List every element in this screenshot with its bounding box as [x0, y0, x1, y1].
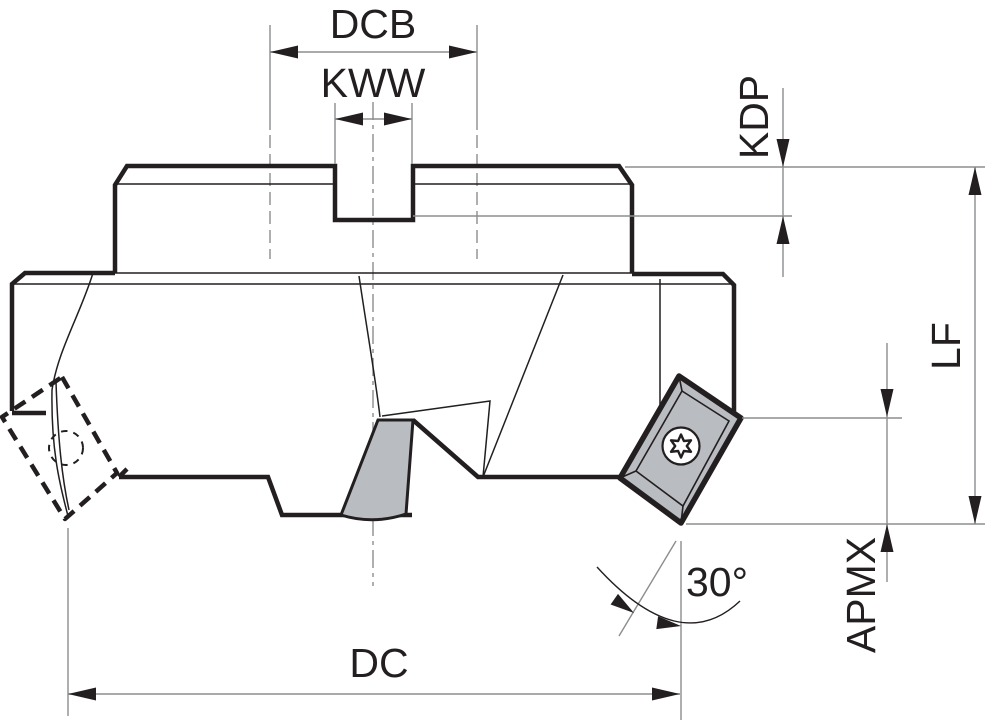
dim-kdp: KDP — [413, 75, 985, 277]
dc-dimension-lines — [67, 528, 680, 716]
kdp-dimension-lines — [413, 88, 985, 277]
dim-kww: KWW — [321, 60, 426, 164]
kww-label: KWW — [321, 60, 426, 106]
insert-pocket-slope — [411, 418, 622, 481]
flute-curve-left — [51, 272, 94, 517]
insert-left-dashed — [0, 374, 120, 522]
insert-center — [339, 418, 415, 522]
flute-diagonal-right — [482, 274, 564, 478]
dim-lf: LF — [686, 167, 985, 525]
dim-dcb: DCB — [269, 1, 478, 130]
torx-star-icon — [669, 433, 693, 459]
dcb-dimension-lines — [269, 25, 478, 130]
flute-curve-center — [358, 275, 381, 418]
pocket-edge-left — [55, 381, 70, 511]
insert-left-outline — [0, 374, 120, 522]
kdp-arrowheads — [776, 139, 790, 244]
kdp-label: KDP — [731, 75, 777, 159]
torx-screw-head — [661, 426, 701, 466]
lf-dimension-lines — [686, 167, 985, 525]
lf-label: LF — [923, 322, 969, 370]
dcb-label: DCB — [330, 1, 417, 47]
hub-outline — [112, 163, 635, 273]
body-shoulder-left — [9, 270, 115, 416]
cutter-body — [9, 163, 737, 518]
dim-lead-angle: 30° — [596, 540, 748, 720]
insert-right-facet-edges — [619, 375, 684, 524]
angle-arc — [596, 566, 741, 624]
insert-left-screw-hole — [48, 430, 84, 466]
centerlines — [269, 102, 478, 586]
dim-apmx: APMX — [742, 343, 902, 653]
body-detail-lines — [14, 183, 733, 517]
angle-label: 30° — [686, 559, 748, 605]
pocket-top-edge — [381, 400, 491, 478]
apmx-label: APMX — [838, 537, 884, 653]
kww-arrowheads — [335, 112, 412, 126]
insert-right — [617, 373, 744, 526]
angle-arrowheads — [610, 593, 681, 630]
angle-reference-lines — [618, 540, 682, 720]
dim-dc: DC — [67, 528, 680, 716]
body-shoulder-right — [632, 271, 737, 413]
dc-label: DC — [349, 640, 408, 686]
